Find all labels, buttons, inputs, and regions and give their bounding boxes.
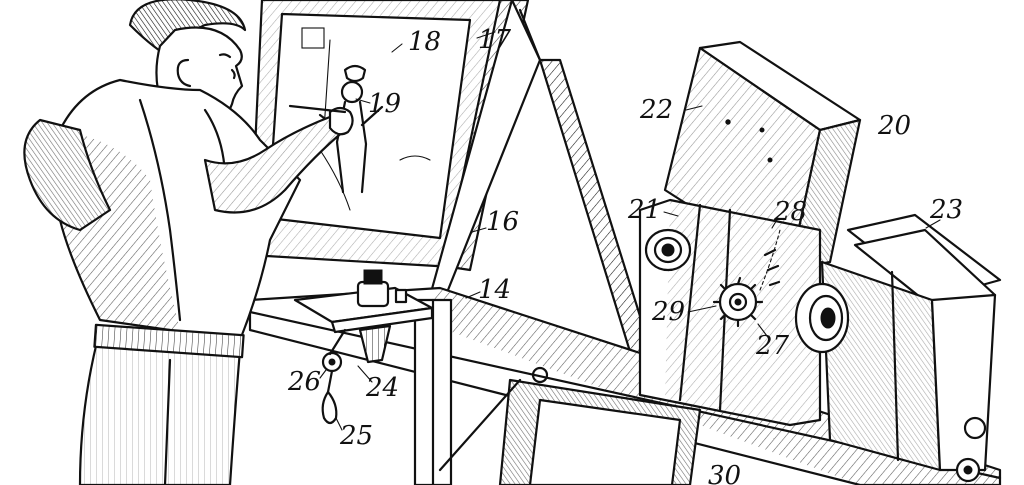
label-27: 27: [755, 331, 790, 361]
label-19: 19: [368, 89, 401, 119]
lamp-house: [794, 213, 1002, 483]
label-26: 26: [287, 367, 321, 397]
reference-numerals: 18 17 19 16 14 22 20 21 23 28 29 27 24 2…: [287, 25, 963, 485]
shelf: [293, 269, 434, 364]
label-21: 21: [627, 195, 661, 225]
label-30: 30: [708, 461, 741, 485]
label-25: 25: [339, 421, 373, 451]
label-23: 23: [929, 195, 963, 225]
label-17: 17: [478, 25, 512, 55]
projector-body: [638, 198, 822, 427]
lens-21: [644, 228, 692, 272]
pulley-weight: [321, 328, 347, 425]
leader-lines: [319, 31, 941, 431]
label-22: 22: [639, 95, 673, 125]
label-24: 24: [365, 373, 399, 403]
a-frame-support: [428, 0, 662, 386]
lower-frame: [413, 298, 702, 485]
gear-29: [712, 276, 764, 328]
lens-condenser: [794, 282, 850, 354]
label-28: 28: [773, 197, 807, 227]
artist-figure: [23, 0, 354, 485]
adjustment-knob: [955, 416, 987, 483]
label-20: 20: [877, 111, 911, 141]
label-14: 14: [478, 275, 511, 305]
label-18: 18: [408, 27, 441, 57]
label-29: 29: [651, 297, 685, 327]
ink-bottle: [356, 269, 408, 308]
label-16: 16: [486, 207, 519, 237]
